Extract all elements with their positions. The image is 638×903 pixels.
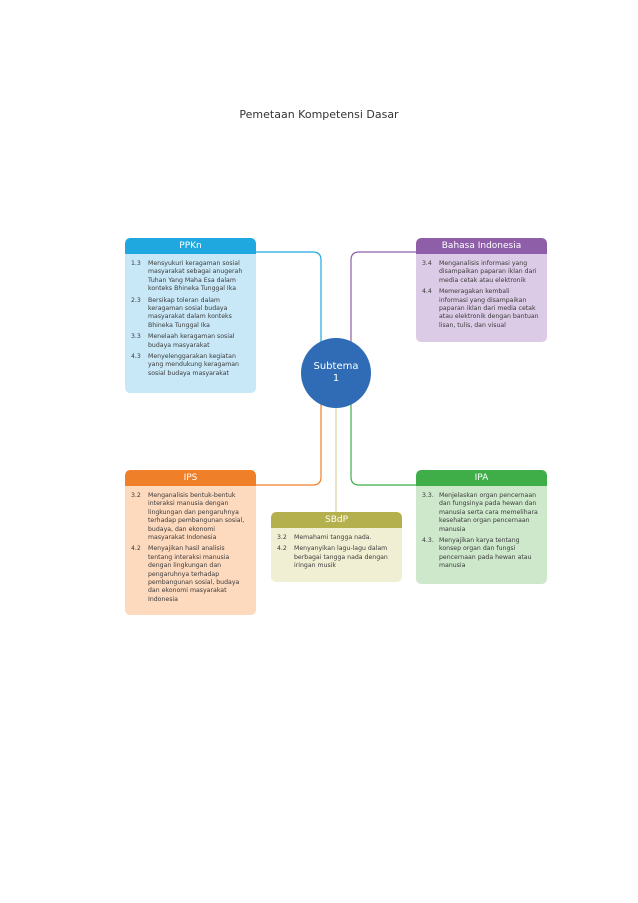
- page-title: Pemetaan Kompetensi Dasar: [239, 108, 399, 121]
- ipa-items: 3.3. Menjelaskan organ pencernaan dan fun…: [416, 486, 547, 580]
- competency-number: 3.2: [131, 492, 141, 499]
- bahasa-indonesia-items: 3.4 Menganalisis informasi yang disampaik…: [416, 254, 547, 339]
- connector-ppkn: [256, 251, 322, 344]
- competency-text: Menganalisis bentuk-bentuk interaksi man…: [148, 492, 245, 542]
- competency-number: 4.4: [422, 288, 432, 296]
- competency-number: 3.2: [277, 534, 287, 541]
- competency-item: 3.2 Memahami tangga nada.: [277, 534, 394, 542]
- competency-text: Menyelenggarakan kegiatan yang mendukung…: [148, 353, 239, 377]
- connector-ips: [256, 402, 322, 486]
- competency-number: 4.3: [131, 353, 141, 361]
- competency-text: Menganalisis informasi yang disampaikan …: [439, 260, 537, 284]
- competency-number: 4.2: [277, 545, 287, 553]
- competency-number: 3.3.: [422, 492, 434, 499]
- competency-item: 3.3 Menelaah keragaman sosial budaya masy…: [131, 333, 248, 350]
- bahasa-indonesia-header: Bahasa Indonesia: [416, 238, 547, 254]
- sbdp-items: 3.2 Memahami tangga nada. 4.2 Menyanyikan l…: [271, 528, 402, 580]
- competency-number: 2.3: [131, 296, 141, 304]
- competency-item: 1.3 Mensyukuri keragaman sosial masyaraka…: [131, 260, 248, 294]
- competency-item: 4.2 Menyanyikan lagu-lagu dalam berbagai …: [277, 545, 394, 570]
- ppkn-box: PPKn 1.3 Mensyukuri keragaman sosial masy…: [125, 238, 256, 393]
- competency-number: 1.3: [131, 260, 141, 267]
- ppkn-header: PPKn: [125, 238, 256, 254]
- competency-text: Memahami tangga nada.: [294, 534, 372, 541]
- ips-items: 3.2 Menganalisis bentuk-bentuk interaksi …: [125, 486, 256, 613]
- competency-item: 3.3. Menjelaskan organ pencernaan dan fun…: [422, 492, 539, 534]
- ppkn-items: 1.3 Mensyukuri keragaman sosial masyaraka…: [125, 254, 256, 387]
- competency-item: 3.2 Menganalisis bentuk-bentuk interaksi …: [131, 492, 248, 542]
- ipa-header: IPA: [416, 470, 547, 486]
- competency-text: Menyajikan hasil analisis tentang intera…: [148, 545, 240, 603]
- bahasa-indonesia-box: Bahasa Indonesia 3.4 Menganalisis informa…: [416, 238, 547, 342]
- competency-text: Mensyukuri keragaman sosial masyarakat s…: [148, 260, 243, 293]
- competency-text: Memeragakan kembali informasi yang disam…: [439, 288, 539, 329]
- competency-number: 3.3: [131, 333, 141, 341]
- competency-item: 4.3 Menyelenggarakan kegiatan yang menduk…: [131, 353, 248, 378]
- competency-number: 3.4: [422, 260, 432, 267]
- competency-item: 4.4 Memeragakan kembali informasi yang di…: [422, 288, 539, 330]
- competency-item: 2.3 Bersikap toleran dalam keragaman sosi…: [131, 297, 248, 331]
- subtema-circle: Subtema 1: [301, 338, 371, 408]
- competency-number: 4.3.: [422, 537, 434, 545]
- competency-number: 4.2: [131, 545, 141, 553]
- competency-text: Bersikap toleran dalam keragaman sosial …: [148, 296, 232, 329]
- ips-header: IPS: [125, 470, 256, 486]
- competency-text: Menyajikan karya tentang konsep organ da…: [439, 537, 532, 570]
- sbdp-header: SBdP: [271, 512, 402, 528]
- subtema-number: 1: [332, 373, 340, 384]
- subtema-label: Subtema: [313, 361, 359, 372]
- competency-item: 3.4 Menganalisis informasi yang disampaik…: [422, 260, 539, 285]
- sbdp-box: SBdP 3.2 Memahami tangga nada. 4.2 Menyanyi…: [271, 512, 402, 582]
- competency-text: Menelaah keragaman sosial budaya masyara…: [148, 333, 235, 349]
- competency-text: Menjelaskan organ pencernaan dan fungsin…: [439, 492, 538, 533]
- connector-ipa: [350, 402, 416, 486]
- competency-text: Menyanyikan lagu-lagu dalam berbagai tan…: [294, 545, 388, 570]
- connector-bahasa: [350, 251, 416, 344]
- competency-item: 4.3. Menyajikan karya tentang konsep orga…: [422, 537, 539, 571]
- ips-box: IPS 3.2 Menganalisis bentuk-bentuk intera…: [125, 470, 256, 615]
- ipa-box: IPA 3.3. Menjelaskan organ pencernaan dan…: [416, 470, 547, 584]
- competency-item: 4.2 Menyajikan hasil analisis tentang int…: [131, 545, 248, 604]
